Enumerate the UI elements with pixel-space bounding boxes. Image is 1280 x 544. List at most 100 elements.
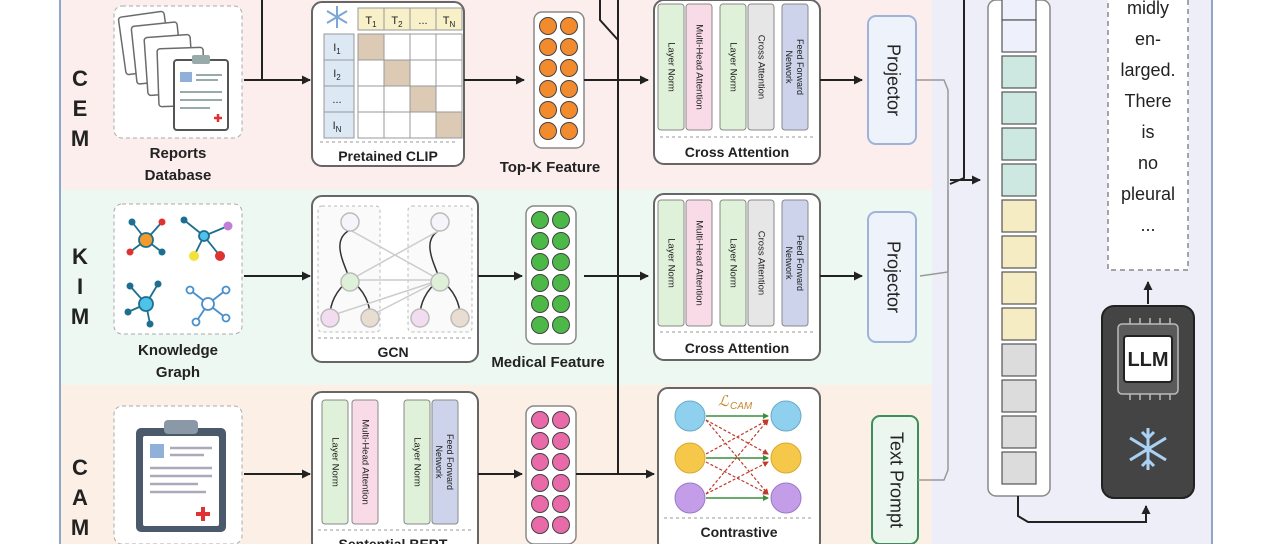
clip-row-header-text: I2 <box>333 68 341 82</box>
medical-feature-block: Medical Feature <box>491 205 605 371</box>
svg-text:C: C <box>72 455 88 480</box>
token-cell <box>1001 199 1037 233</box>
cam-row-label: C A M <box>71 455 89 540</box>
cem-projector-label: Projector <box>883 44 903 116</box>
feature-node <box>531 474 549 492</box>
cem-row-label: C E M <box>71 66 89 151</box>
chip-icon <box>1117 318 1179 400</box>
token-cell <box>1001 415 1037 449</box>
reports-label-line2: Database <box>145 167 212 184</box>
token-cell <box>1001 271 1037 305</box>
transformer-layer <box>747 3 775 131</box>
feature-node <box>539 38 557 56</box>
token-cell <box>1001 127 1037 161</box>
clip-row-header <box>323 33 355 61</box>
clip-row-header <box>323 59 355 87</box>
clip-matrix-cell <box>383 85 411 113</box>
clip-matrix-cell <box>435 59 463 87</box>
kim-cross-attention-label: Cross Attention <box>685 340 789 356</box>
transformer-layer <box>657 199 685 327</box>
feature-node <box>560 101 578 119</box>
clip-col-header-text: T2 <box>391 15 403 29</box>
svg-text:A: A <box>72 485 88 510</box>
clip-matrix-cell <box>409 33 437 61</box>
transformer-layer <box>781 199 809 327</box>
transformer-layer-label: Layer Norm <box>329 437 340 487</box>
token-cell <box>1001 235 1037 269</box>
llm-block: LLM <box>1101 305 1195 499</box>
feature-node <box>560 38 578 56</box>
clip-matrix-cell <box>435 33 463 61</box>
svg-text:M: M <box>71 126 89 151</box>
transformer-layer-label: Multi-Head Attention <box>359 419 370 505</box>
generated-report-text: midlyen-larged.Thereisnopleural... <box>1120 0 1175 235</box>
feature-node <box>531 253 549 271</box>
transformer-layer <box>685 3 713 131</box>
gcn-graph-icon <box>320 212 470 328</box>
clip-matrix-cell <box>435 85 463 113</box>
transformer-layer-label: Feed Forward <box>445 434 455 490</box>
clinical-report-source <box>113 405 243 544</box>
llm-label: LLM <box>1127 349 1168 371</box>
generated-report-word: is <box>1142 122 1155 142</box>
generated-report-word: no <box>1138 153 1158 173</box>
feature-node <box>531 432 549 450</box>
feature-node <box>531 411 549 429</box>
clip-matrix-cell <box>357 85 385 113</box>
clip-row-header <box>323 111 355 139</box>
bert-label: Sentential BERT <box>339 536 448 544</box>
topk-feature-grid <box>539 17 578 140</box>
transformer-layer <box>321 399 349 525</box>
topk-feature-label: Top-K Feature <box>500 159 601 176</box>
clip-row-header-text: IN <box>333 120 342 134</box>
feature-node <box>552 411 570 429</box>
clip-matrix-cell <box>383 33 411 61</box>
feature-node <box>560 122 578 140</box>
transformer-layer <box>403 399 431 525</box>
clip-matrix-cell <box>409 85 437 113</box>
token-cell <box>1001 307 1037 341</box>
svg-text:M: M <box>71 515 89 540</box>
clip-row-header-text: ... <box>332 94 341 106</box>
token-cells <box>1001 0 1037 485</box>
feature-node <box>552 316 570 334</box>
gcn-block: GCN <box>311 195 479 363</box>
feature-node <box>552 232 570 250</box>
document-stack-icon <box>117 10 229 131</box>
reports-label-line1: Reports <box>150 145 207 162</box>
snowflake-icon <box>326 6 348 28</box>
svg-text:C: C <box>72 66 88 91</box>
generated-report-word: larged. <box>1120 60 1175 80</box>
token-cell <box>1001 0 1037 21</box>
transformer-layer <box>351 399 379 525</box>
graph-network-icon <box>124 216 233 328</box>
svg-text:M: M <box>71 304 89 329</box>
transformer-layer-label: Network <box>784 50 794 84</box>
svg-text:I: I <box>77 274 83 299</box>
transformer-layer <box>781 3 809 131</box>
knowledge-label-line2: Graph <box>156 364 200 381</box>
token-cell <box>1001 451 1037 485</box>
feature-node <box>552 211 570 229</box>
feature-node <box>560 59 578 77</box>
transformer-layer-label: Layer Norm <box>727 42 738 92</box>
token-cell <box>1001 55 1037 89</box>
transformer-layer <box>685 199 713 327</box>
generated-report: midlyen-larged.Thereisnopleural... <box>1107 0 1189 271</box>
feature-node <box>560 17 578 35</box>
feature-node <box>552 474 570 492</box>
generated-report-word: ... <box>1140 215 1155 235</box>
kim-row-label: K I M <box>71 244 89 329</box>
kim-projector-label: Projector <box>883 241 903 313</box>
text-feature-grid <box>531 411 570 534</box>
feature-node <box>531 516 549 534</box>
svg-text:K: K <box>72 244 88 269</box>
transformer-layer <box>719 3 747 131</box>
